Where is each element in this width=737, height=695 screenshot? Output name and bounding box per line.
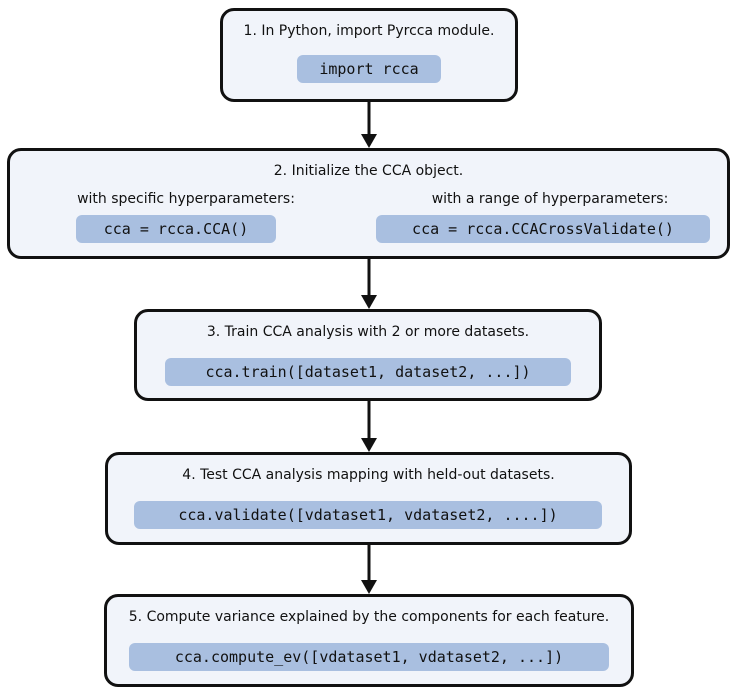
step-3-box: 3. Train CCA analysis with 2 or more dat… bbox=[134, 309, 602, 401]
step-5-code: cca.compute_ev([vdataset1, vdataset2, ..… bbox=[129, 643, 609, 671]
step-1-title: 1. In Python, import Pyrcca module. bbox=[243, 23, 495, 39]
arrow-3-to-4 bbox=[361, 400, 377, 452]
step-5-box: 5. Compute variance explained by the com… bbox=[104, 594, 634, 687]
step-2-box: 2. Initialize the CCA object. with speci… bbox=[7, 148, 730, 259]
step-2-option-specific-code: cca = rcca.CCA() bbox=[76, 215, 276, 243]
step-5-title: 5. Compute variance explained by the com… bbox=[128, 609, 610, 625]
arrow-2-to-3 bbox=[361, 258, 377, 309]
step-1-code: import rcca bbox=[297, 55, 441, 83]
step-4-box: 4. Test CCA analysis mapping with held-o… bbox=[105, 452, 632, 545]
step-2-option-specific-label: with specific hyperparameters: bbox=[77, 191, 295, 207]
step-3-title: 3. Train CCA analysis with 2 or more dat… bbox=[206, 324, 530, 340]
arrow-1-to-2 bbox=[361, 101, 377, 148]
step-4-title: 4. Test CCA analysis mapping with held-o… bbox=[182, 467, 555, 483]
arrow-4-to-5 bbox=[361, 544, 377, 594]
step-2-option-range-label: with a range of hyperparameters: bbox=[431, 191, 669, 207]
step-2-title: 2. Initialize the CCA object. bbox=[273, 163, 464, 179]
step-1-box: 1. In Python, import Pyrcca module. impo… bbox=[220, 8, 518, 102]
step-3-code: cca.train([dataset1, dataset2, ...]) bbox=[165, 358, 571, 386]
step-2-option-range-code: cca = rcca.CCACrossValidate() bbox=[376, 215, 710, 243]
step-4-code: cca.validate([vdataset1, vdataset2, ....… bbox=[134, 501, 602, 529]
